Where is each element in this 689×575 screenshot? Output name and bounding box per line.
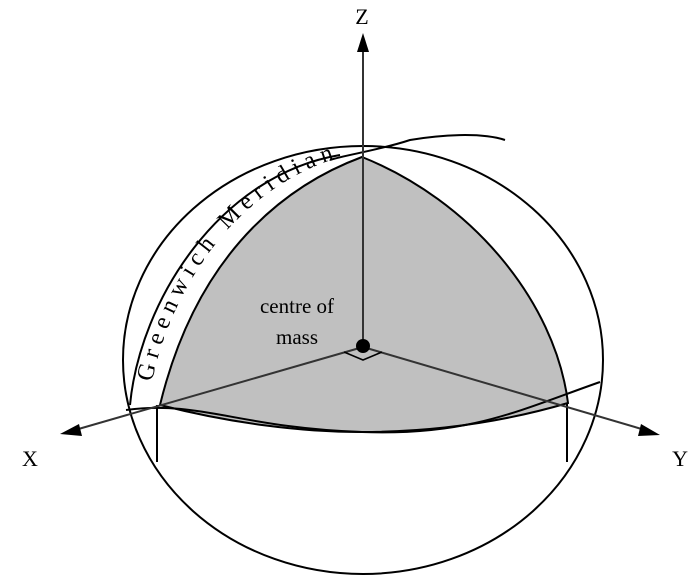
- centre-of-mass-dot: [356, 339, 370, 353]
- z-axis-label: Z: [355, 4, 368, 29]
- equator-curve: [125, 381, 601, 434]
- x-axis: [74, 346, 364, 431]
- x-axis-label: X: [22, 446, 38, 471]
- y-axis-arrowhead: [638, 424, 660, 436]
- x-axis-arrowhead: [60, 424, 82, 436]
- y-axis-label: Y: [672, 446, 688, 471]
- back-meridian-curve: [329, 134, 506, 161]
- y-axis: [362, 346, 646, 431]
- greenwich-meridian-arc: [129, 154, 341, 406]
- centre-of-mass-label-line2: mass: [276, 325, 318, 349]
- right-angle-marker: [343, 351, 383, 361]
- centre-of-mass-label-line1: centre of: [260, 294, 334, 318]
- z-axis-arrowhead: [357, 33, 369, 52]
